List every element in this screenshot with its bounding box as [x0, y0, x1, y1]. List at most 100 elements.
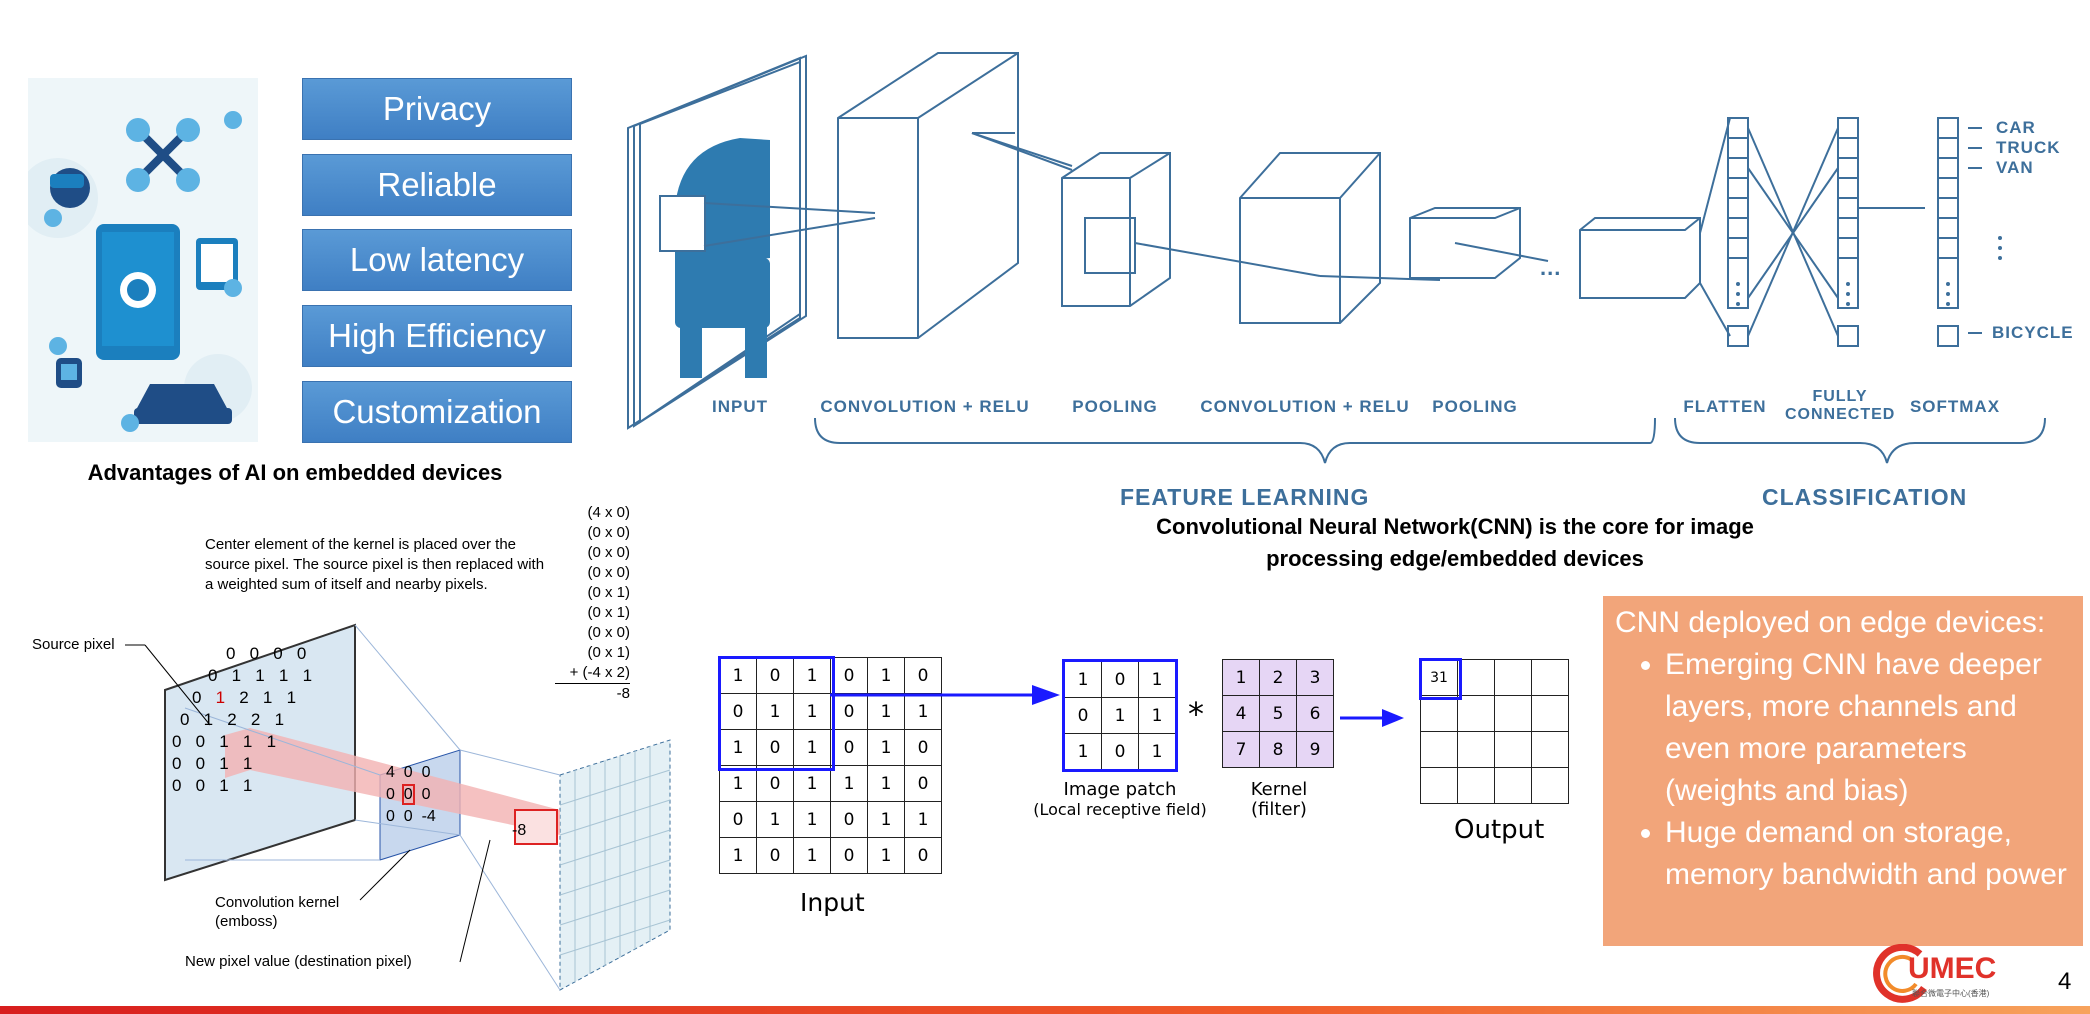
privacy-button[interactable]: Privacy — [302, 78, 572, 140]
matrix-cell: 1 — [719, 837, 757, 874]
matrix-cell: 1 — [867, 765, 905, 802]
matrix-cell: 0 — [1101, 660, 1139, 698]
matrix-cell: 0 — [719, 693, 757, 730]
sum-term-last: + (-4 x 2) — [555, 663, 630, 684]
group-label-classification: CLASSIFICATION — [1762, 484, 1968, 510]
high-efficiency-button[interactable]: High Efficiency — [302, 305, 572, 367]
matrix-cell — [1494, 731, 1532, 768]
destination-pixel-value: -8 — [512, 822, 527, 839]
receptive-field-highlight — [718, 656, 835, 771]
matrix-cell: 1 — [830, 765, 868, 802]
matrix-cell: 1 — [904, 693, 942, 730]
matrix-cell: 3 — [1296, 659, 1334, 696]
source-row: 0 0 1 1 — [172, 754, 253, 773]
kernel-row: 4 0 0 — [386, 764, 431, 781]
kernel-filter-label: Kernel (filter) — [1222, 780, 1336, 820]
kernel-sum-terms: (4 x 0) (0 x 0) (0 x 0) (0 x 0) (0 x 1) … — [555, 503, 630, 704]
source-row: 0 0 1 1 — [172, 776, 253, 795]
matrix-cell: 1 — [867, 837, 905, 874]
stage-label-conv2: CONVOLUTION + RELU — [1200, 397, 1410, 416]
kernel-row: 0 0 -4 — [386, 808, 436, 825]
matrix-cell: 1 — [793, 837, 831, 874]
cnn-caption-line2: processing edge/embedded devices — [1266, 546, 1644, 571]
matrix-cell — [1531, 695, 1569, 732]
matrix-row: 31 — [1420, 659, 1569, 696]
convolution-kernel-label: Convolution kernel (emboss) — [215, 893, 339, 931]
matrix-cell: 1 — [867, 657, 905, 694]
matrix-cell: 8 — [1259, 731, 1297, 768]
matrix-cell: 1 — [867, 801, 905, 838]
cnn-architecture-diagram — [620, 18, 2050, 518]
ellipsis-label: ... — [1540, 255, 1562, 280]
sum-term: (0 x 0) — [587, 624, 630, 641]
matrix-cell — [1420, 767, 1458, 804]
matrix-cell: 1 — [719, 765, 757, 802]
matrix-cell — [1531, 767, 1569, 804]
class-label-car: CAR — [1996, 118, 2036, 137]
matrix-cell — [1494, 767, 1532, 804]
matrix-cell: 1 — [904, 801, 942, 838]
reliable-button[interactable]: Reliable — [302, 154, 572, 216]
low-latency-button[interactable]: Low latency — [302, 229, 572, 291]
cnn-caption-line1: Convolutional Neural Network(CNN) is the… — [1156, 514, 1754, 539]
info-box-bullet: Huge demand on storage, memory bandwidth… — [1665, 812, 2083, 896]
matrix-row — [1420, 731, 1569, 768]
sum-term: (0 x 1) — [587, 644, 630, 661]
sum-term: (4 x 0) — [587, 504, 630, 521]
sum-term: (0 x 0) — [587, 524, 630, 541]
umec-logo-icon — [1873, 944, 1927, 1003]
advantages-caption: Advantages of AI on embedded devices — [87, 460, 503, 485]
matrix-cell — [1531, 731, 1569, 768]
kernel-values: 4 0 0 0 0 0 0 0 -4 — [386, 762, 436, 828]
customization-button[interactable]: Customization — [302, 381, 572, 443]
matrix-row — [1420, 695, 1569, 732]
convolution-operator: * — [1188, 695, 1204, 733]
matrix-cell — [1457, 695, 1495, 732]
matrix-cell: 4 — [1222, 695, 1260, 732]
class-label-van: VAN — [1996, 158, 2034, 177]
output-first-cell-highlight — [1419, 658, 1462, 700]
source-row: 0 1 2 1 1 — [192, 688, 297, 707]
ai-devices-illustration — [18, 78, 258, 442]
matrix-cell: 1 — [1063, 660, 1102, 698]
matrix-cell: 6 — [1296, 695, 1334, 732]
matrix-cell — [1457, 731, 1495, 768]
source-grid-values: 0 0 0 0 0 1 1 1 1 0 1 2 1 1 0 1 2 2 1 0 … — [172, 643, 372, 797]
matrix-cell: 0 — [719, 801, 757, 838]
stage-label-pool2: POOLING — [1432, 397, 1518, 416]
matrix-cell: 0 — [830, 729, 868, 766]
kernel-label-sub: (emboss) — [215, 913, 278, 930]
matrix-cell: 0 — [830, 837, 868, 874]
source-row: 0 1 2 2 1 — [180, 710, 285, 729]
matrix-cell: 5 — [1259, 695, 1297, 732]
matrix-cell — [1457, 659, 1495, 696]
matrix-cell: 1 — [756, 693, 794, 730]
matrix-cell: 1 — [1138, 697, 1177, 734]
matrix-cell — [1420, 731, 1458, 768]
group-label-feature-learning: FEATURE LEARNING — [1120, 484, 1370, 510]
matrix-cell: 1 — [1138, 733, 1177, 771]
matrix-cell: 0 — [830, 801, 868, 838]
matrix-cell: 9 — [1296, 731, 1334, 768]
sum-term: (0 x 1) — [587, 584, 630, 601]
image-patch-label: Image patch (Local receptive field) — [1030, 780, 1210, 820]
kernel-illustration — [20, 610, 680, 1000]
matrix-cell: 1 — [793, 801, 831, 838]
matrix-cell: 2 — [1259, 659, 1297, 696]
kernel-filter-sub: (filter) — [1251, 799, 1307, 820]
kernel-filter-text: Kernel — [1250, 779, 1308, 800]
matrix-row — [1420, 767, 1569, 804]
matrix-cell: 0 — [830, 657, 868, 694]
logo-subtext: 聯合微電子中心(香港) — [1912, 989, 1990, 998]
